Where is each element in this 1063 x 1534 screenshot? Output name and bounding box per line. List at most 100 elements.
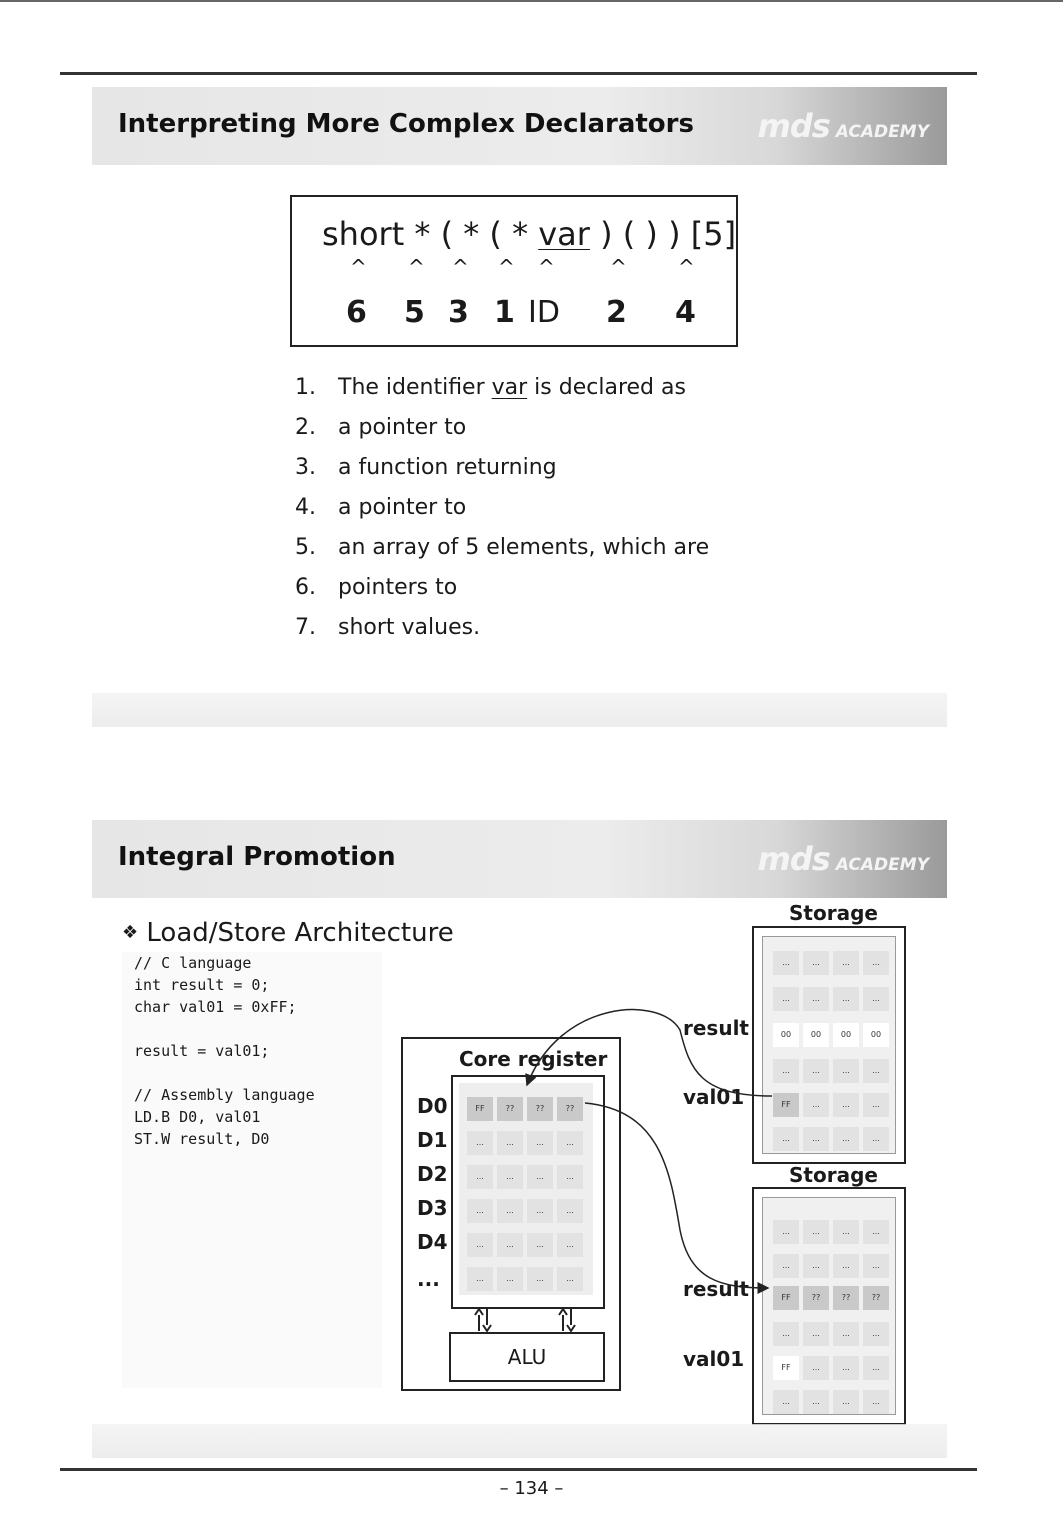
register-cell: ... [527, 1131, 553, 1155]
storage-cell: ... [833, 987, 859, 1011]
storage-cell: ... [803, 1254, 829, 1278]
section1-header: Interpreting More Complex Declarators md… [92, 87, 947, 165]
storage-cell: ... [773, 1127, 799, 1151]
storage-cell: ... [773, 1390, 799, 1414]
register-cell: ... [497, 1267, 523, 1291]
storage-cell: ... [863, 1390, 889, 1414]
storage-cell: ... [773, 1322, 799, 1346]
top-rule [60, 72, 977, 75]
register-cell: ?? [557, 1097, 583, 1121]
code-block: // C language int result = 0; char val01… [122, 952, 382, 1388]
list-item: 3.a function returning [295, 455, 557, 480]
storage-top-result-label: result [683, 1016, 749, 1040]
register-label: ... [417, 1267, 440, 1291]
register-cell: ... [467, 1165, 493, 1189]
code-line: int result = 0; [134, 976, 270, 994]
caret: ^ [498, 255, 515, 279]
page-number: – 134 – [499, 1478, 564, 1499]
order-number: 2 [606, 295, 627, 330]
register-label: D0 [417, 1094, 448, 1118]
storage-cell: ... [863, 1127, 889, 1151]
register-cell: ... [467, 1199, 493, 1223]
storage-cell: ... [833, 1254, 859, 1278]
code-line: char val01 = 0xFF; [134, 998, 297, 1016]
register-label: D1 [417, 1128, 448, 1152]
storage-top: ... ... ... ... ... ... ... ... 00 00 00… [752, 926, 906, 1164]
diamond-bullet-icon: ❖ [122, 922, 139, 943]
register-cell: ... [527, 1165, 553, 1189]
storage-cell: ... [803, 1390, 829, 1414]
storage-bottom: ... ... ... ... ... ... ... ... FF ?? ??… [752, 1187, 906, 1425]
declarator-steps-list: 1.The identifier var is declared as 2.a … [295, 372, 709, 652]
order-number: 6 [346, 295, 367, 330]
storage-cell-result: 00 [773, 1023, 799, 1047]
storage-cell: ... [833, 1322, 859, 1346]
bottom-rule [60, 1468, 977, 1471]
storage-cell: ... [803, 1220, 829, 1244]
storage-cell: ... [803, 1093, 829, 1117]
storage-cell-val01: FF [773, 1356, 799, 1380]
bus-arrow-icon [558, 1307, 576, 1333]
caret: ^ [678, 255, 695, 279]
storage-cell: ... [803, 1322, 829, 1346]
list-item: 4.a pointer to [295, 495, 467, 520]
identifier-var: var [538, 215, 590, 253]
caret: ^ [408, 255, 425, 279]
storage-top-label: Storage [789, 901, 878, 925]
register-cell: ... [557, 1199, 583, 1223]
storage-cell: ... [773, 1254, 799, 1278]
register-cell: ... [557, 1267, 583, 1291]
storage-cell-result: 00 [863, 1023, 889, 1047]
register-cell: ... [497, 1131, 523, 1155]
order-number: 4 [675, 295, 696, 330]
storage-grid: ... ... ... ... ... ... ... ... FF ?? ??… [762, 1197, 896, 1415]
register-label: D2 [417, 1162, 448, 1186]
storage-cell: ... [773, 987, 799, 1011]
register-label: D4 [417, 1230, 448, 1254]
storage-cell: ... [863, 1254, 889, 1278]
caret: ^ [538, 255, 555, 279]
storage-cell: ... [803, 1356, 829, 1380]
register-cell: ... [497, 1165, 523, 1189]
storage-cell-result: FF [773, 1286, 799, 1310]
list-item: 5.an array of 5 elements, which are [295, 535, 710, 560]
register-cell: ?? [527, 1097, 553, 1121]
storage-cell: ... [863, 1059, 889, 1083]
register-cell: ... [497, 1233, 523, 1257]
slide-bottom-fade [92, 693, 947, 727]
register-cell: ... [557, 1165, 583, 1189]
storage-cell: ... [803, 1059, 829, 1083]
top-edge-line [0, 0, 1063, 2]
storage-bottom-label: Storage [789, 1163, 878, 1187]
storage-cell: ... [803, 987, 829, 1011]
register-cell: ... [467, 1233, 493, 1257]
storage-cell-result: ?? [803, 1286, 829, 1310]
list-item: 1.The identifier var is declared as [295, 375, 686, 400]
register-cell: ... [527, 1199, 553, 1223]
list-item: 7.short values. [295, 615, 481, 640]
caret: ^ [452, 255, 469, 279]
storage-cell: ... [863, 1093, 889, 1117]
register-file: FF ?? ?? ?? ... ... ... ... ... ... ... … [451, 1075, 605, 1309]
storage-cell: ... [803, 1127, 829, 1151]
storage-cell-val01: FF [773, 1093, 799, 1117]
order-id: ID [528, 295, 560, 330]
register-cell: ... [557, 1131, 583, 1155]
storage-grid: ... ... ... ... ... ... ... ... 00 00 00… [762, 936, 896, 1154]
declaration-text: short * ( * ( * var ) ( ) ) [5] [322, 215, 737, 253]
storage-cell: ... [863, 1322, 889, 1346]
register-cell: FF [467, 1097, 493, 1121]
storage-cell: ... [863, 951, 889, 975]
load-store-heading: ❖ Load/Store Architecture [122, 918, 454, 948]
storage-top-val01-label: val01 [683, 1085, 745, 1109]
code-line: result = val01; [134, 1042, 270, 1060]
storage-cell: ... [863, 1356, 889, 1380]
caret: ^ [350, 255, 367, 279]
register-cell: ... [467, 1267, 493, 1291]
storage-bottom-result-label: result [683, 1277, 749, 1301]
storage-cell-result: 00 [833, 1023, 859, 1047]
list-item: 2.a pointer to [295, 415, 467, 440]
